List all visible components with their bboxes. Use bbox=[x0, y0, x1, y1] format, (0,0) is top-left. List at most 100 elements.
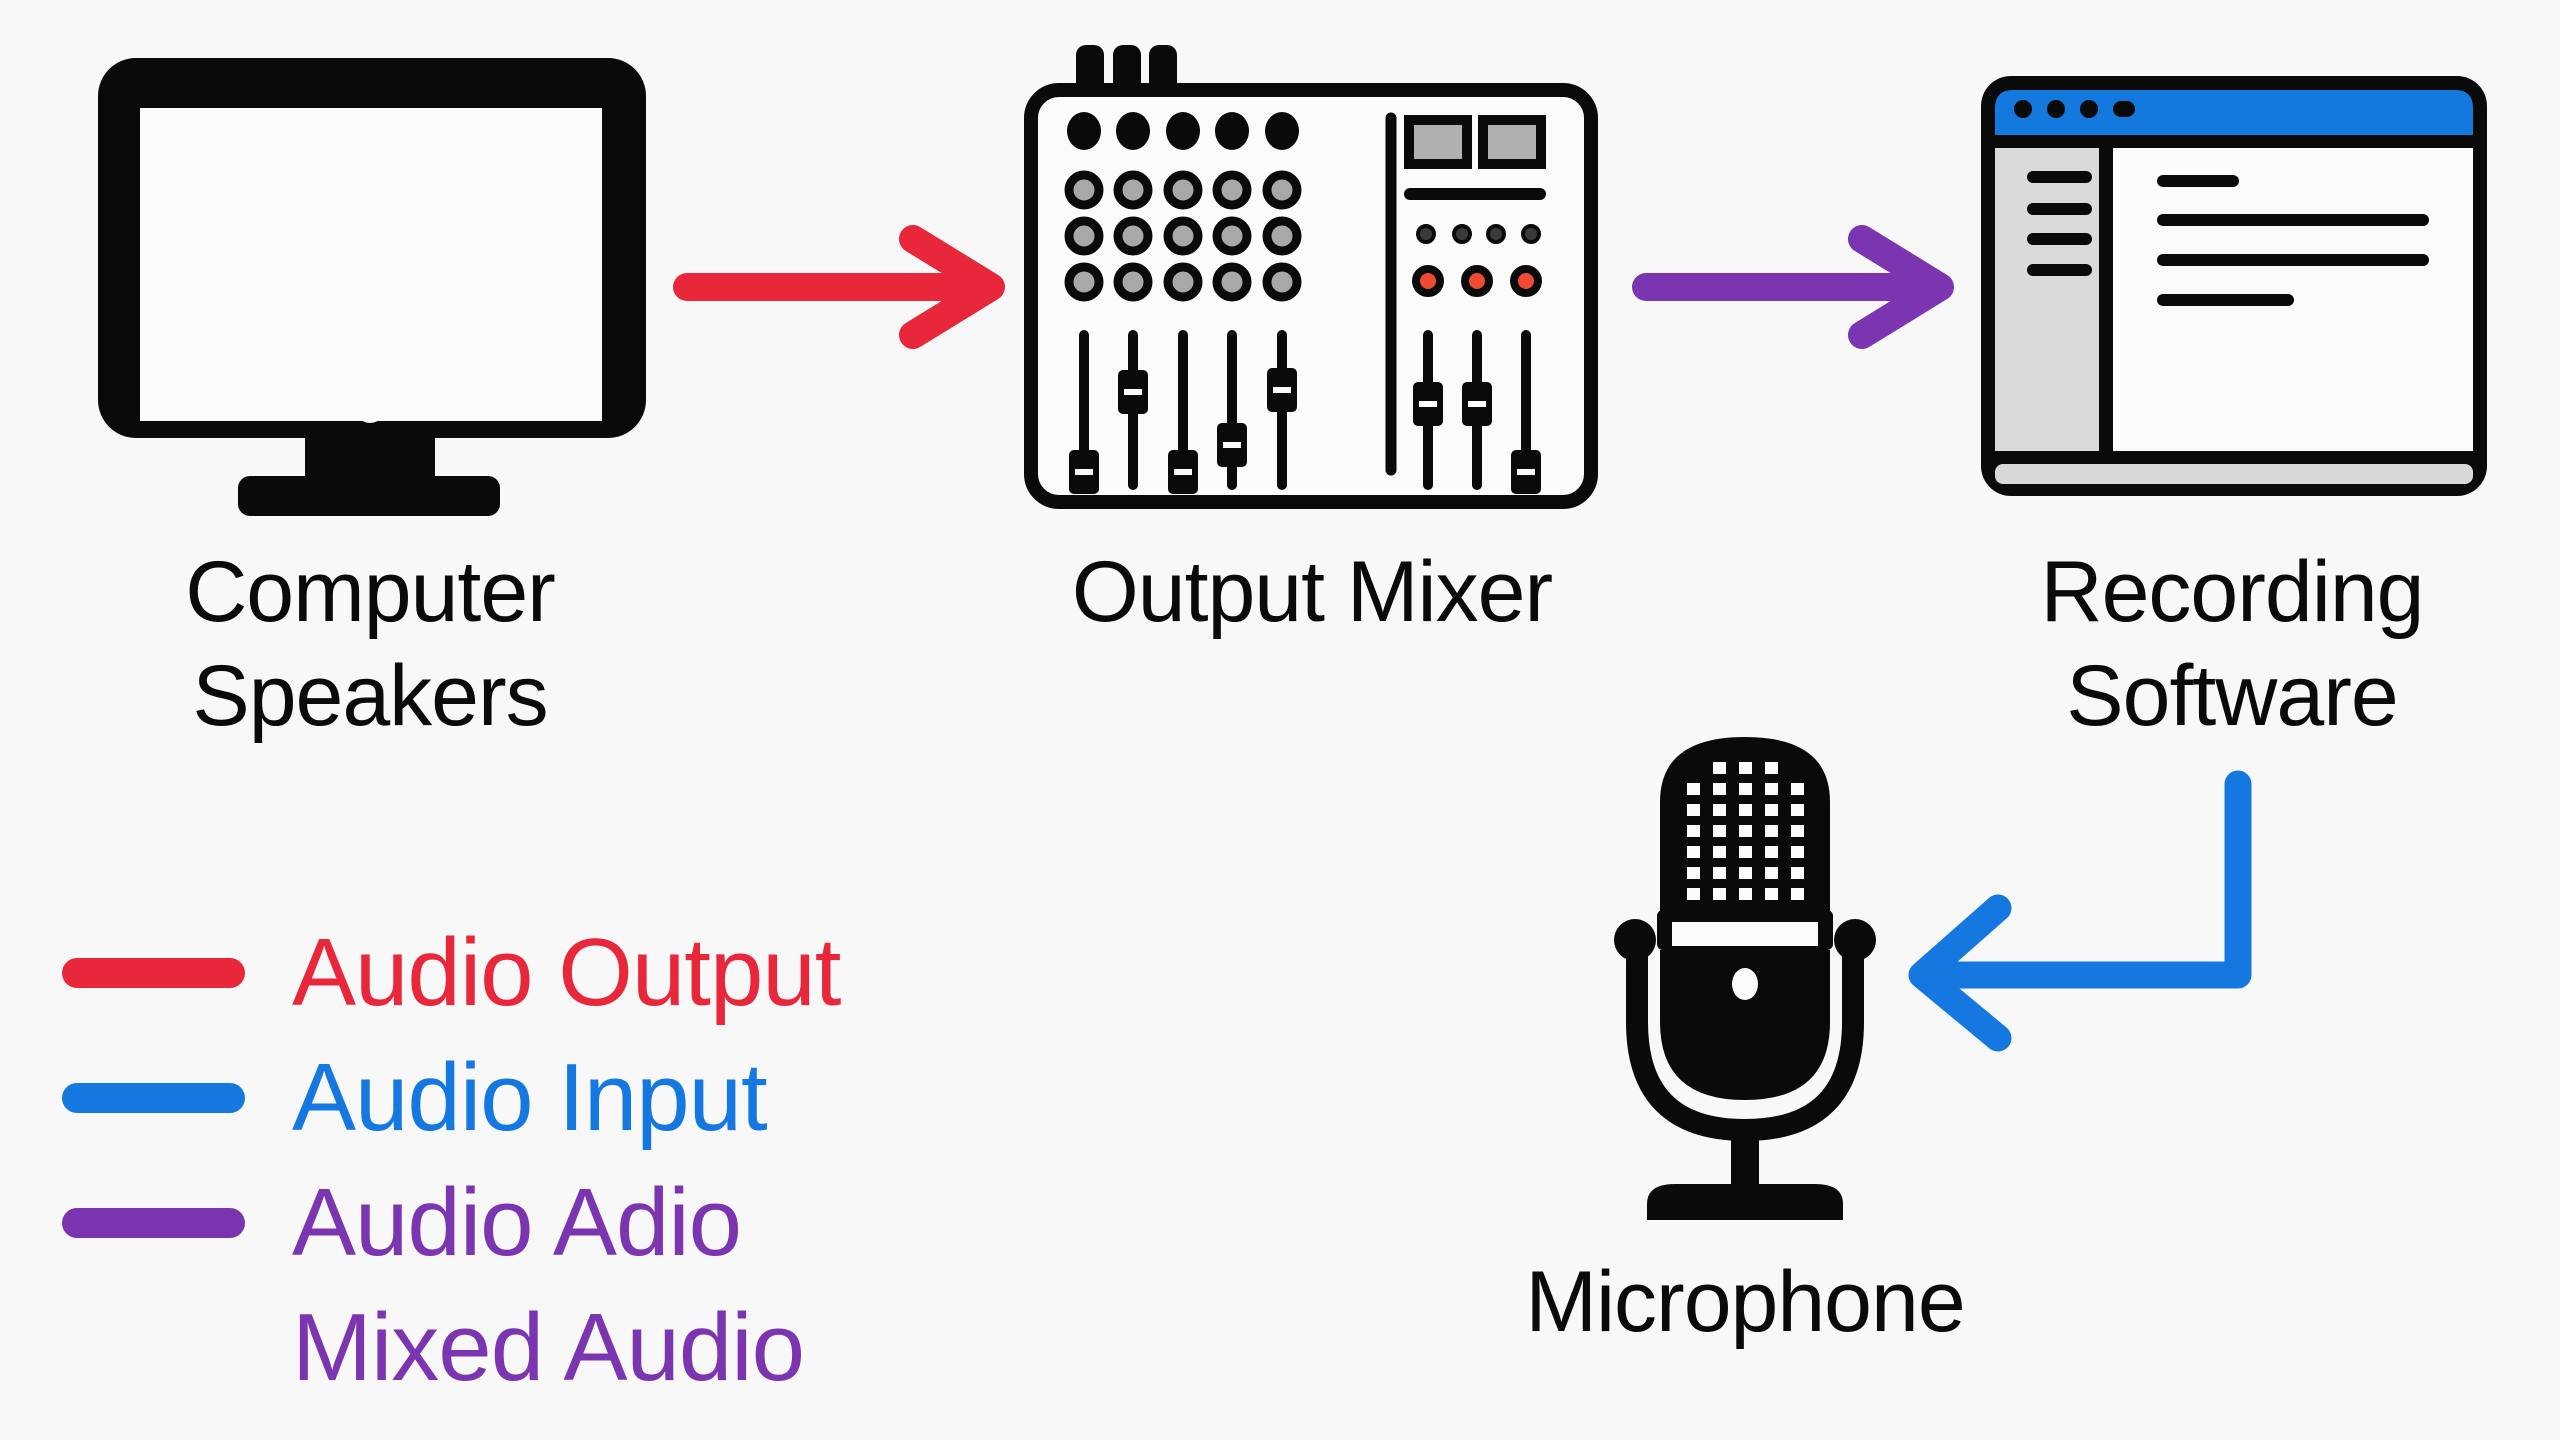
label-line: Microphone bbox=[1525, 1254, 1965, 1350]
mixer-red-leds bbox=[1412, 265, 1542, 297]
legend-swatch-red bbox=[62, 958, 245, 988]
legend-swatch-blue bbox=[62, 1083, 245, 1113]
mixer-led bbox=[1461, 265, 1493, 297]
mic-stem bbox=[1731, 1128, 1759, 1190]
mixer-display-left bbox=[1404, 115, 1472, 169]
fader-cap-mark bbox=[1273, 387, 1291, 393]
mic-pivot-right bbox=[1834, 919, 1876, 961]
mic-grille-hole bbox=[1791, 867, 1804, 879]
legend-item-audio-adio: Audio Adio bbox=[62, 1168, 742, 1278]
mixer-knob-gray bbox=[1113, 262, 1153, 302]
mic-grille-hole bbox=[1739, 804, 1752, 816]
mixer-small-knobs bbox=[1416, 224, 1541, 244]
mic-grille-hole bbox=[1791, 804, 1804, 816]
legend-label: Audio Output bbox=[292, 919, 841, 1026]
mixer-knob-gray bbox=[1212, 262, 1252, 302]
mic-grille-hole bbox=[1713, 762, 1726, 774]
fader-cap-mark bbox=[1468, 401, 1486, 407]
fader-cap-mark bbox=[1419, 401, 1437, 407]
mixer-knob-gray bbox=[1163, 170, 1203, 210]
mic-grille-hole bbox=[1739, 825, 1752, 837]
mic-grille-hole bbox=[1765, 867, 1778, 879]
window-controls bbox=[2014, 100, 2135, 118]
mic-grille-hole bbox=[1739, 762, 1752, 774]
label-line: Output Mixer bbox=[1071, 544, 1553, 640]
mic-grille-hole bbox=[1687, 888, 1700, 900]
mic-pivot-left bbox=[1614, 919, 1656, 961]
mic-grille-hole bbox=[1791, 783, 1804, 795]
mixer-small-knob bbox=[1452, 224, 1472, 244]
mic-grille-hole bbox=[1765, 804, 1778, 816]
mixer-small-knob bbox=[1486, 224, 1506, 244]
mic-grille-hole bbox=[1713, 804, 1726, 816]
mic-base bbox=[1647, 1184, 1843, 1220]
monitor-screen bbox=[140, 108, 602, 421]
mixer-knob-gray bbox=[1262, 170, 1302, 210]
mic-grille-hole bbox=[1687, 825, 1700, 837]
mic-grille-hole bbox=[1765, 825, 1778, 837]
mixer-knob-gray bbox=[1212, 170, 1252, 210]
arrow-shaft bbox=[1908, 770, 2252, 1052]
fader-cap-mark bbox=[1223, 442, 1241, 448]
microphone-icon bbox=[1614, 737, 1876, 1220]
monitor-stand-base bbox=[238, 476, 500, 516]
mixer-knob-gray bbox=[1064, 262, 1104, 302]
mixer-small-knob bbox=[1521, 224, 1541, 244]
mic-grille-hole bbox=[1687, 783, 1700, 795]
mic-grille-hole bbox=[1791, 888, 1804, 900]
window-sidebar bbox=[1995, 148, 2099, 451]
mic-grille-hole bbox=[1739, 888, 1752, 900]
mic-grille-hole bbox=[1713, 888, 1726, 900]
arrow-shaft bbox=[673, 225, 1005, 349]
mixer-knob-black bbox=[1116, 112, 1150, 150]
mixer-knob-gray bbox=[1262, 216, 1302, 256]
mixed-audio-arrow bbox=[1632, 225, 1954, 349]
mic-grille-hole bbox=[1791, 825, 1804, 837]
fader-cap-mark bbox=[1174, 469, 1192, 475]
mic-grille-hole bbox=[1765, 762, 1778, 774]
window-titlebar bbox=[1995, 90, 2473, 135]
mic-grille-hole bbox=[1687, 804, 1700, 816]
mixer-knob-gray bbox=[1163, 262, 1203, 302]
audio-output-arrow bbox=[673, 225, 1005, 349]
mic-grille-hole bbox=[1713, 825, 1726, 837]
node-label-output-mixer: Output Mixer bbox=[962, 540, 1662, 644]
window-statusbar bbox=[1995, 464, 2473, 484]
mic-grille-hole bbox=[1739, 867, 1752, 879]
mixer-knob-gray bbox=[1163, 216, 1203, 256]
legend-label: Audio Adio bbox=[292, 1169, 742, 1276]
fader-cap-mark bbox=[1075, 469, 1093, 475]
mixer-knob-gray bbox=[1113, 216, 1153, 256]
legend-swatch-purple bbox=[62, 1208, 245, 1238]
mixer-small-knob bbox=[1416, 224, 1436, 244]
mic-grille-hole bbox=[1739, 846, 1752, 858]
app-window-icon bbox=[1981, 76, 2487, 496]
arrow-shaft bbox=[1632, 225, 1954, 349]
mic-grille-holes bbox=[1687, 762, 1804, 900]
mic-grille-hole bbox=[1713, 846, 1726, 858]
audio-input-arrow bbox=[1908, 770, 2252, 1052]
mixer-knob-gray bbox=[1262, 262, 1302, 302]
node-label-recording-software: Recording Software bbox=[1982, 540, 2482, 748]
mic-grille-hole bbox=[1739, 783, 1752, 795]
mixer-knob-black bbox=[1166, 112, 1200, 150]
mic-grille-hole bbox=[1765, 888, 1778, 900]
sidebar-lines bbox=[2027, 171, 2092, 276]
legend-item-audio-output: Audio Output bbox=[62, 918, 841, 1028]
legend-item-audio-input: Audio Input bbox=[62, 1043, 768, 1153]
mixer-led bbox=[1412, 265, 1444, 297]
mixer-display-right bbox=[1478, 115, 1546, 169]
mixer-connectors bbox=[1076, 45, 1177, 93]
fader-cap-mark bbox=[1517, 469, 1535, 475]
mixer-faders bbox=[1069, 330, 1541, 494]
monitor-power-light bbox=[352, 379, 388, 423]
mic-indicator bbox=[1732, 968, 1758, 1000]
mixer-knob-grid bbox=[1064, 112, 1302, 302]
label-line: Recording bbox=[2040, 544, 2425, 640]
mixer-knob-gray bbox=[1064, 216, 1104, 256]
content-lines bbox=[2157, 175, 2429, 306]
audio-mixer-icon bbox=[1024, 45, 1598, 509]
mixer-knob-black bbox=[1215, 112, 1249, 150]
mic-grille-hole bbox=[1765, 846, 1778, 858]
legend-label: Audio Input bbox=[292, 1044, 768, 1151]
